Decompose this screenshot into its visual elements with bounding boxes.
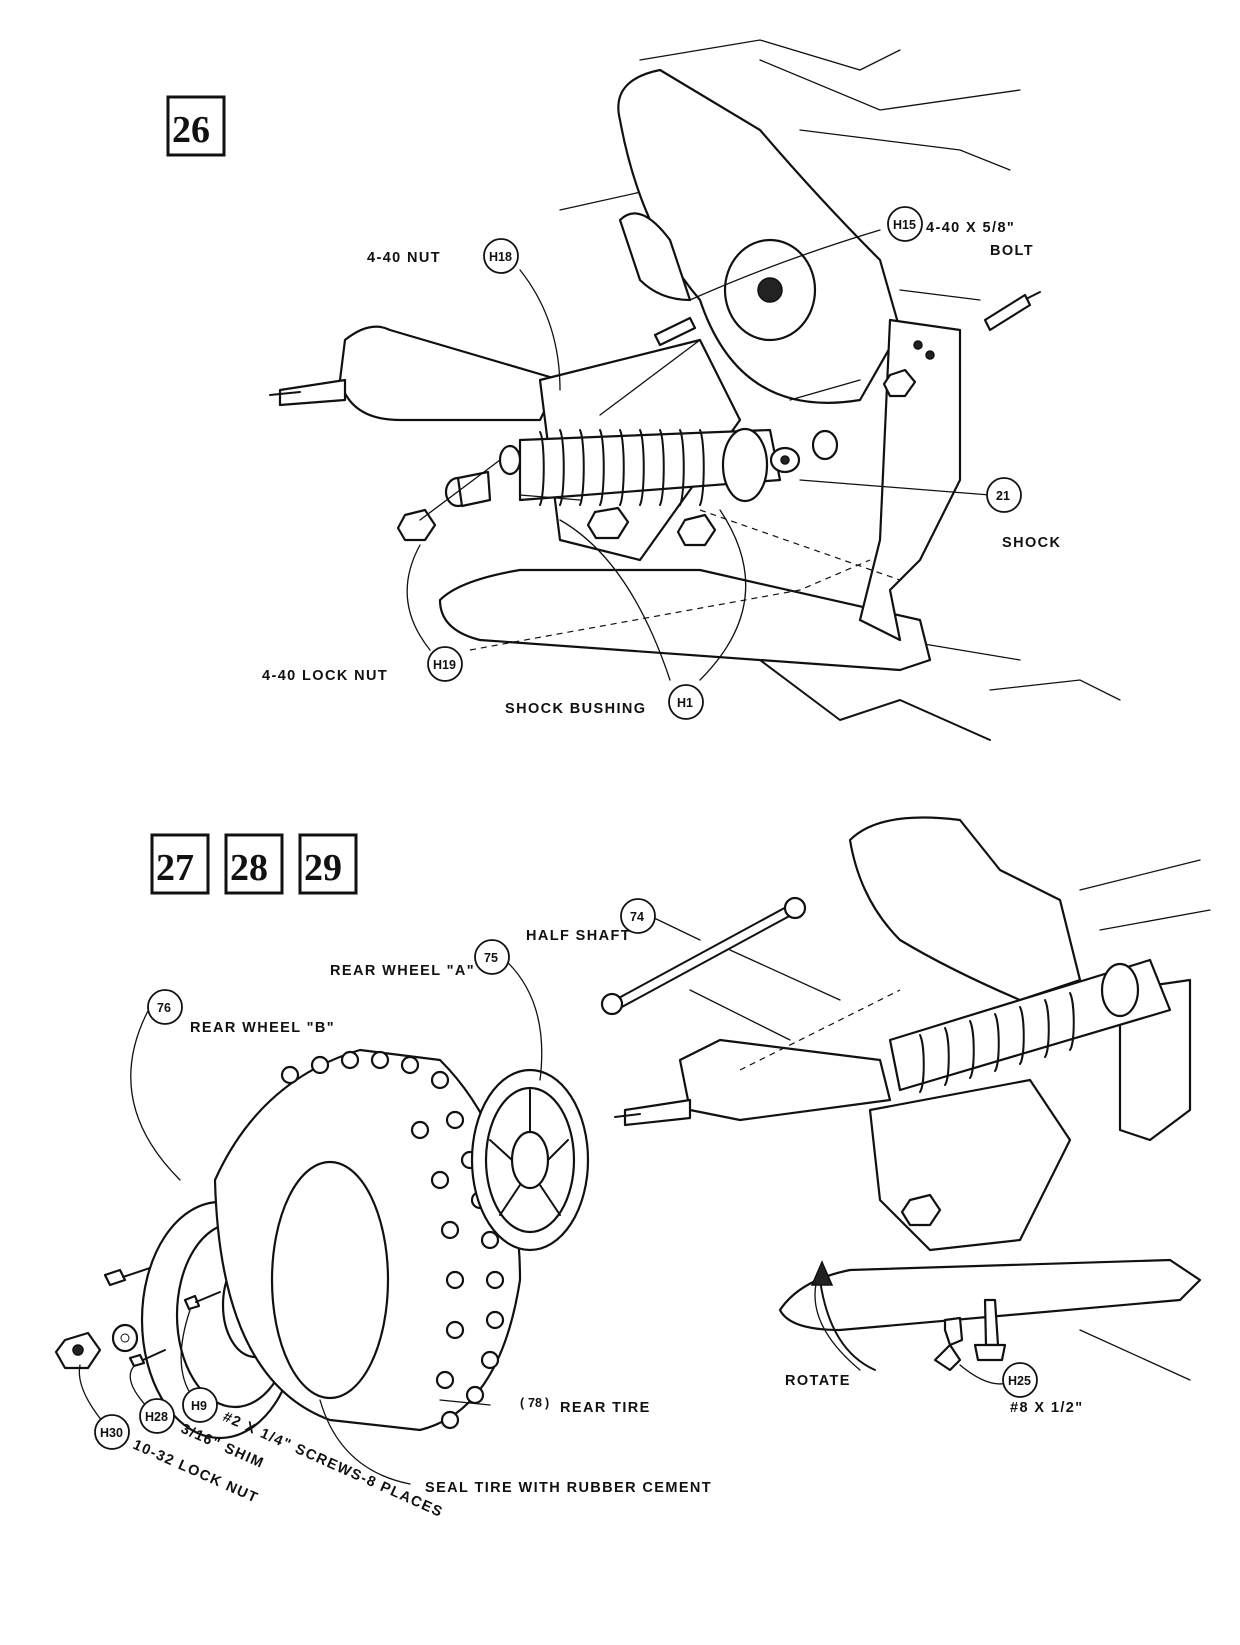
rear-chassis [614, 816, 1211, 1381]
label-rear-tire: REAR TIRE [560, 1400, 651, 1416]
callout-78: 78 [528, 1396, 542, 1410]
half-shaft-part [600, 896, 901, 1071]
callout-74: 74 [630, 910, 644, 924]
label-shock-bushing: SHOCK BUSHING [505, 701, 646, 717]
step-number-box [298, 833, 358, 895]
callout-circle-h28 [139, 1398, 175, 1434]
step-number-box [150, 833, 210, 895]
step-number-28: 28 [230, 847, 268, 889]
label-4-40-nut: 4-40 NUT [367, 250, 441, 266]
label-half-shaft: HALF SHAFT [526, 928, 631, 944]
label-shock: SHOCK [1002, 535, 1061, 551]
callout-circle-74 [620, 898, 656, 934]
label-screw-8x1-2: #8 X 1/2" [1010, 1400, 1084, 1416]
label-seal-tire: SEAL TIRE WITH RUBBER CEMENT [425, 1480, 712, 1496]
step-number-box [166, 95, 226, 157]
callout-76: 76 [157, 1001, 171, 1015]
callout-circle-h30 [94, 1414, 130, 1450]
callout-circle-h25 [1002, 1362, 1038, 1398]
tire-knobs [280, 1050, 505, 1430]
rear-wheel-a-part [470, 1068, 590, 1252]
callout-circle-75 [474, 939, 510, 975]
label-rear-wheel-a: REAR WHEEL "A" [330, 963, 475, 979]
callout-circle-21 [986, 477, 1022, 513]
step-26-group: 26 [166, 39, 1121, 741]
step-number-26: 26 [172, 109, 210, 151]
callout-h25: H25 [1008, 1374, 1031, 1388]
callout-78-paren-close: ) [545, 1396, 549, 1410]
label-bolt: BOLT [990, 243, 1034, 259]
callout-h18: H18 [489, 250, 512, 264]
hub-hardware [54, 1267, 1007, 1372]
label-rotate: ROTATE [785, 1373, 851, 1389]
callout-h30: H30 [100, 1426, 123, 1440]
callout-circle-76 [147, 989, 183, 1025]
label-4-40-lock-nut: 4-40 LOCK NUT [262, 668, 388, 684]
step-27-29-group: 27 28 29 [54, 816, 1211, 1521]
step26-hardware [396, 291, 1041, 547]
callout-78-paren: ( [520, 1396, 525, 1410]
callout-h9: H9 [191, 1399, 207, 1413]
step26-labels: 4-40 NUT 4-40 X 5/8" BOLT SHOCK 4-40 LOC… [262, 220, 1061, 717]
step27-callouts: 74 75 76 ( 78 ) H25 H9 H28 H30 [94, 898, 1038, 1450]
callout-75: 75 [484, 951, 498, 965]
rotate-arrowhead [810, 1260, 834, 1286]
step26-callouts: H15 H18 21 H19 H1 [427, 206, 1022, 720]
callout-circle-h18 [483, 238, 519, 274]
callout-circle-h19 [427, 646, 463, 682]
step-number-27: 27 [156, 847, 194, 889]
callout-circle-h15 [887, 206, 923, 242]
label-rear-wheel-b: REAR WHEEL "B" [190, 1020, 335, 1036]
label-bolt-size: 4-40 X 5/8" [926, 220, 1015, 236]
rear-tire-part [213, 1048, 522, 1432]
step-number-box [224, 833, 284, 895]
step-number-29: 29 [304, 847, 342, 889]
rotate-arrow [819, 1279, 876, 1371]
step27-leaders [78, 915, 1011, 1485]
callout-h19: H19 [433, 658, 456, 672]
step26-leaders [406, 229, 991, 681]
callout-h15: H15 [893, 218, 916, 232]
callout-h1: H1 [677, 696, 693, 710]
callout-h28: H28 [145, 1410, 168, 1424]
shock-absorber [498, 427, 801, 506]
chassis-outline [269, 39, 1121, 741]
callout-circle-h9 [182, 1387, 218, 1423]
callout-21: 21 [996, 489, 1010, 503]
callout-circle-h1 [668, 684, 704, 720]
